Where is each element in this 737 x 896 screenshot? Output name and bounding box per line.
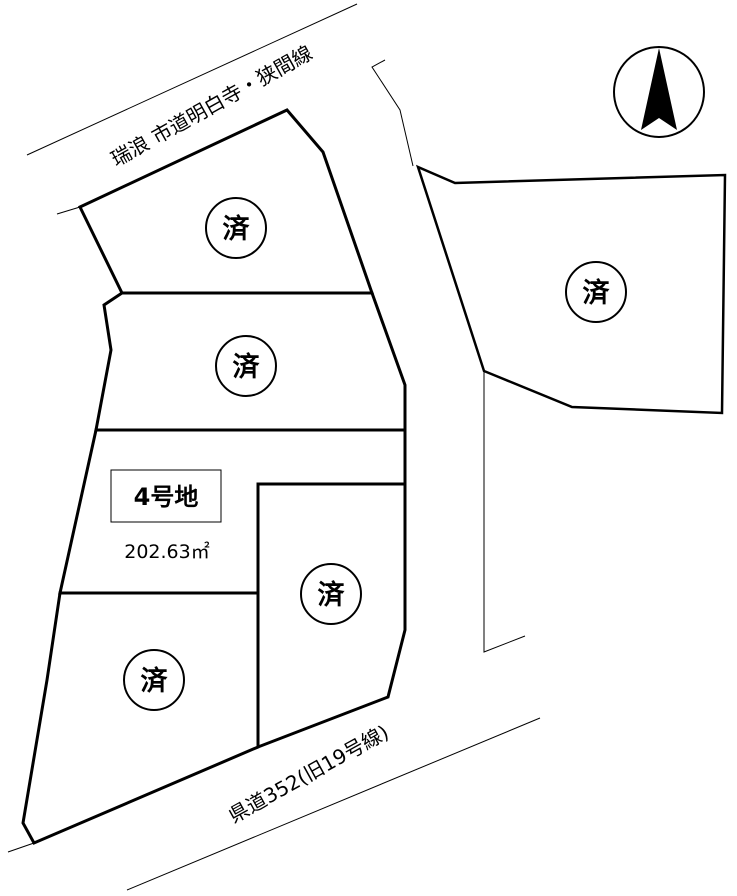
svg-text:済: 済 bbox=[223, 213, 251, 245]
svg-text:済: 済 bbox=[583, 277, 611, 309]
lot-top[interactable] bbox=[77, 108, 375, 295]
lot-bottom-left[interactable] bbox=[21, 591, 260, 845]
lot-number: 4号地 bbox=[134, 483, 199, 511]
svg-text:済: 済 bbox=[318, 579, 346, 611]
svg-text:済: 済 bbox=[233, 351, 261, 383]
sold-mark: 済 bbox=[123, 649, 185, 711]
north-road-label: 瑞浪 市道明白寺・狭間線 bbox=[107, 41, 317, 172]
south-road-edge bbox=[126, 717, 541, 891]
north-road-edge-short bbox=[56, 206, 81, 215]
sold-mark: 済 bbox=[215, 335, 277, 397]
lot-label-box bbox=[110, 469, 222, 523]
south-road-edge-short bbox=[7, 842, 35, 853]
svg-text:済: 済 bbox=[141, 665, 169, 697]
north-arrow-icon bbox=[613, 46, 705, 138]
sold-mark: 済 bbox=[300, 563, 362, 625]
sold-mark: 済 bbox=[565, 261, 627, 323]
lot-bottom-right[interactable] bbox=[256, 482, 407, 750]
lot-right[interactable] bbox=[415, 164, 727, 415]
sold-mark: 済 bbox=[205, 197, 267, 259]
side-road-edge-lower bbox=[483, 371, 526, 653]
north-road-edge bbox=[26, 3, 358, 156]
side-road-edge bbox=[371, 59, 414, 167]
south-road-label: 県道352(旧19号線) bbox=[224, 720, 392, 828]
lot-area: 202.63㎡ bbox=[124, 540, 209, 563]
